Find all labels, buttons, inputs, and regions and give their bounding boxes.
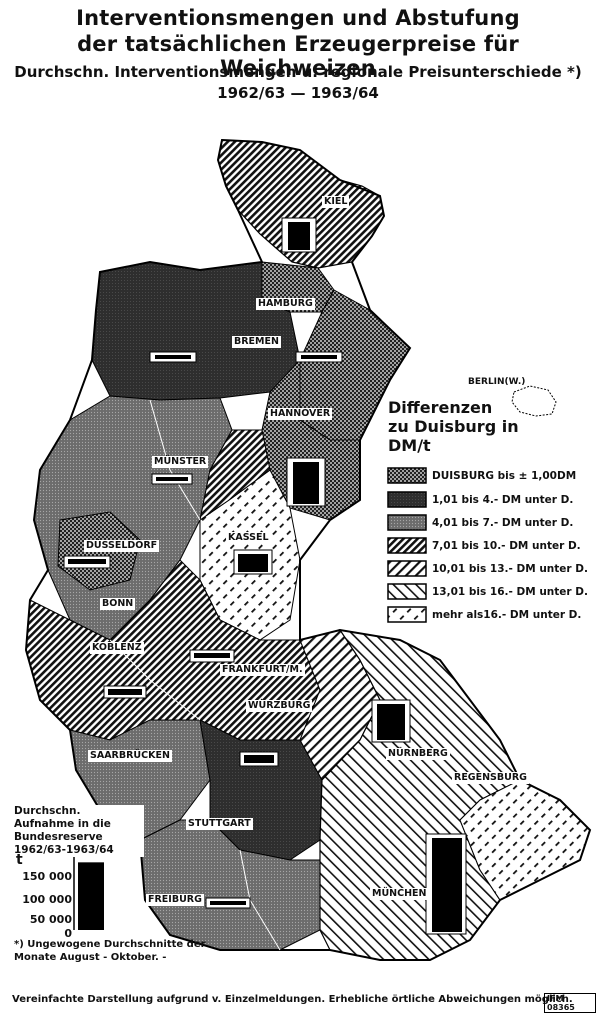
inset-tick: 100 000: [22, 893, 72, 906]
inset-unit: t: [16, 852, 23, 868]
city-kiel: KIEL: [322, 196, 350, 208]
inset-tick: 150 000: [22, 870, 72, 883]
city-muenster: MÜNSTER: [152, 456, 209, 468]
subtitle: Durchschn. Interventionsmengen u. region…: [14, 63, 582, 81]
inset-title: Durchschn. Aufnahme in die Bundesreserve…: [14, 805, 144, 857]
legend-item: 13,01 bis 16.- DM unter D.: [432, 586, 588, 598]
city-frankfurt: FRANKFURT/M.: [220, 664, 305, 676]
intervention-bars: [63, 217, 467, 935]
legend-item: 7,01 bis 10.- DM unter D.: [432, 540, 581, 552]
legend-swatches: [387, 467, 427, 623]
credit-badge: IFM 08365: [544, 993, 596, 1013]
legend-item: DUISBURG bis ± 1,00DM: [432, 470, 577, 482]
title-line-2: der tatsächlichen Erzeugerpreise für Wei…: [77, 32, 519, 80]
legend-item: 4,01 bis 7.- DM unter D.: [432, 517, 574, 529]
legend-item: 10,01 bis 13.- DM unter D.: [432, 563, 588, 575]
inset-tick: 50 000: [29, 913, 72, 926]
city-muenchen: MÜNCHEN: [370, 888, 429, 900]
title-line-1: Interventionsmengen und Abstufung: [76, 6, 520, 30]
city-stuttgart: STUTTGART: [186, 818, 253, 830]
country-outline: [24, 138, 592, 961]
city-bonn: BONN: [100, 598, 136, 610]
city-freiburg: FREIBURG: [146, 894, 204, 906]
footer-note: Vereinfachte Darstellung aufgrund v. Ein…: [12, 994, 573, 1005]
city-koblenz: KOBLENZ: [90, 642, 144, 654]
berlin-outline: [511, 385, 557, 417]
legend-title-line-2: zu Duisburg in DM/t: [388, 417, 519, 455]
city-wuerzburg: WÜRZBURG: [246, 700, 313, 712]
city-bremen: BREMEN: [232, 336, 281, 348]
city-hannover: HANNOVER: [268, 408, 333, 420]
city-duesseldorf: DÜSSELDORF: [84, 540, 160, 552]
city-berlin: BERLIN(W.): [468, 377, 526, 387]
legend-title: Differenzen zu Duisburg in DM/t: [388, 398, 558, 455]
city-kassel: KASSEL: [226, 532, 271, 544]
city-saarbruecken: SAARBRÜCKEN: [88, 750, 172, 762]
period: 1962/63 — 1963/64: [217, 84, 379, 102]
city-hamburg: HAMBURG: [256, 298, 315, 310]
border-line: [149, 399, 201, 521]
legend-item: mehr als16.- DM unter D.: [432, 609, 582, 621]
inset-tick: 0: [64, 927, 72, 940]
inset-bar: [78, 862, 104, 930]
legend-item: 1,01 bis 4.- DM unter D.: [432, 494, 574, 506]
legend-title-line-1: Differenzen: [388, 398, 493, 417]
city-nuernberg: NÜRNBERG: [386, 748, 450, 760]
footnote: *) Ungewogene Durchschnitte der Monate A…: [14, 939, 206, 963]
city-regensburg: REGENSBURG: [452, 772, 529, 784]
